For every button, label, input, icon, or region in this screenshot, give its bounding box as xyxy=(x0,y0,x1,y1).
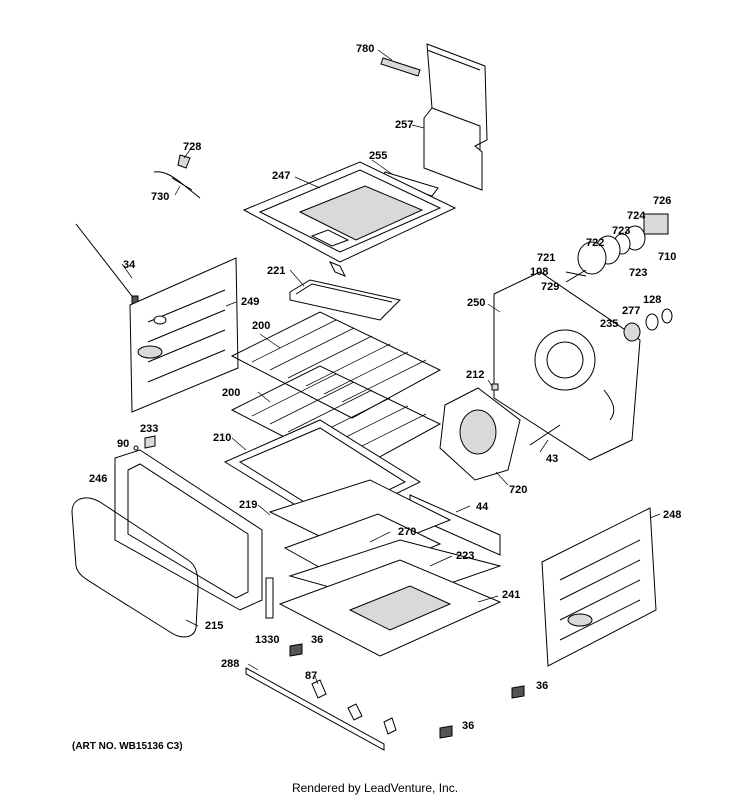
callout-246: 246 xyxy=(89,473,108,485)
callout-210: 210 xyxy=(213,432,232,444)
callout-1330: 1330 xyxy=(255,634,280,646)
callout-34: 34 xyxy=(123,259,136,271)
callout-233: 233 xyxy=(140,423,159,435)
callout-780: 780 xyxy=(356,43,375,55)
callout-710: 710 xyxy=(658,251,677,263)
part-257-vent-duct xyxy=(423,43,488,191)
callout-728: 728 xyxy=(183,141,202,153)
callout-249: 249 xyxy=(241,296,260,308)
callout-221: 221 xyxy=(267,265,286,277)
part-200-oven-rack-upper xyxy=(230,311,442,419)
callout-250: 250 xyxy=(467,297,486,309)
callout-255: 255 xyxy=(369,150,388,162)
callout-721: 721 xyxy=(537,252,556,264)
part-233-90-hinge-parts xyxy=(133,435,156,451)
callout-235: 235 xyxy=(600,318,619,330)
callout-723: 723 xyxy=(612,225,631,237)
part-221-bake-element xyxy=(289,279,401,321)
callout-724: 724 xyxy=(627,210,646,222)
part-249-left-side-panel xyxy=(129,257,239,413)
part-128-277-235-fan-parts xyxy=(623,308,673,342)
callout-90: 90 xyxy=(117,438,130,450)
callout-722: 722 xyxy=(586,237,605,249)
part-250-rear-panel xyxy=(493,271,641,461)
part-1330-hinge xyxy=(265,577,274,619)
callout-36-b: 36 xyxy=(536,680,549,692)
callout-44: 44 xyxy=(476,501,489,513)
callout-223: 223 xyxy=(456,550,475,562)
part-43-rod xyxy=(529,424,561,446)
callout-730: 730 xyxy=(151,191,170,203)
callout-270: 270 xyxy=(398,526,417,538)
callout-241: 241 xyxy=(502,589,521,601)
callout-108: 108 xyxy=(530,266,549,278)
part-247-oven-top xyxy=(242,161,457,277)
callout-257: 257 xyxy=(395,119,414,131)
callout-726: 726 xyxy=(653,195,672,207)
part-780-vent-trim xyxy=(380,57,421,77)
callout-248: 248 xyxy=(663,509,682,521)
callout-212: 212 xyxy=(466,369,485,381)
callout-200-b: 200 xyxy=(222,387,241,399)
footer-credit: Rendered by LeadVenture, Inc. xyxy=(291,781,459,795)
part-215-door-gasket xyxy=(71,497,199,638)
part-223-241-oven-bottom-pan xyxy=(278,539,502,657)
callout-723-b: 723 xyxy=(629,267,648,279)
callout-200: 200 xyxy=(252,320,271,332)
part-36-leveling-leg xyxy=(289,643,525,739)
callout-128: 128 xyxy=(643,294,662,306)
callout-36-c: 36 xyxy=(462,720,475,732)
callout-87: 87 xyxy=(305,670,318,682)
callout-729: 729 xyxy=(541,281,560,293)
part-720-fan-cover xyxy=(439,387,521,481)
callout-288: 288 xyxy=(221,658,240,670)
callout-leaders xyxy=(121,49,661,685)
part-246-door-frame xyxy=(114,449,263,611)
callout-720: 720 xyxy=(509,484,528,496)
callout-277: 277 xyxy=(622,305,641,317)
art-number: (ART NO. WB15136 C3) xyxy=(72,741,183,752)
part-726-motor-assembly xyxy=(565,213,669,283)
part-248-right-side-panel xyxy=(541,507,657,667)
callout-247: 247 xyxy=(272,170,291,182)
callout-215: 215 xyxy=(205,620,224,632)
callout-219: 219 xyxy=(239,499,258,511)
part-288-kick-plate xyxy=(245,667,397,751)
callout-36: 36 xyxy=(311,634,324,646)
part-212-clip xyxy=(491,383,499,391)
part-728-730-sensor xyxy=(153,154,201,199)
callout-43: 43 xyxy=(546,453,559,465)
